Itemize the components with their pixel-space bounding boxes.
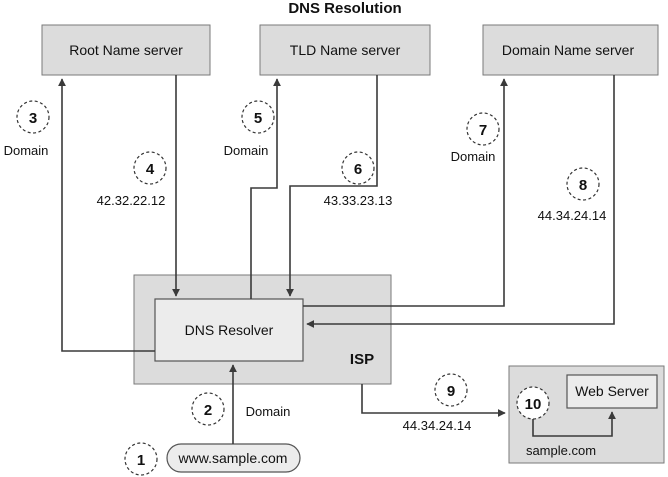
label-ip-domain: 44.34.24.14 [538,208,607,223]
tld-name-server: TLD Name server [259,24,431,76]
step-3-number: 3 [29,110,37,127]
step-10-badge: 10 [516,386,550,420]
step-3-badge: 3 [16,100,50,134]
arrow-site-to-webserver [532,411,616,437]
arrow-domain-to-resolver [306,75,615,328]
label-ip-root: 42.32.22.12 [97,193,166,208]
step-5-badge: 5 [241,100,275,134]
client-label: www.sample.com [178,450,288,466]
web-server-label: Web Server [575,383,649,399]
label-domain-step2: Domain [246,404,291,419]
step-9-number: 9 [447,383,455,400]
step-8-number: 8 [579,177,587,194]
dns-resolver: DNS Resolver [154,298,304,362]
domain-name-server-label: Domain Name server [502,42,635,58]
step-9-badge: 9 [434,373,468,407]
site-label: sample.com [526,443,596,458]
step-2-number: 2 [204,402,212,419]
step-2-badge: 2 [191,392,225,426]
diagram-title: DNS Resolution [288,0,401,17]
step-1-badge: 1 [124,442,158,476]
step-7-badge: 7 [466,112,500,146]
arrow-resolver-to-domain [303,78,508,307]
isp-label: ISP [350,351,374,368]
root-name-server: Root Name server [41,24,211,76]
arrow-resolver-to-root [58,78,155,352]
label-domain-step7: Domain [451,149,496,164]
label-ip-tld: 43.33.23.13 [324,193,393,208]
step-10-number: 10 [525,396,542,413]
label-ip-isp: 44.34.24.14 [403,418,472,433]
step-6-badge: 6 [341,151,375,185]
arrow-tld-to-resolver [286,75,378,297]
tld-name-server-label: TLD Name server [290,42,401,58]
arrow-isp-to-webserver [361,384,506,417]
dns-resolver-label: DNS Resolver [185,322,274,338]
step-4-badge: 4 [133,151,167,185]
step-8-badge: 8 [566,167,600,201]
web-server-container: Web Server sample.com [508,365,665,464]
label-domain-step3: Domain [4,143,49,158]
domain-name-server: Domain Name server [482,24,659,76]
step-5-number: 5 [254,110,262,127]
step-4-number: 4 [146,161,155,178]
step-6-number: 6 [354,161,362,178]
root-name-server-label: Root Name server [69,42,183,58]
label-domain-step5: Domain [224,143,269,158]
arrow-resolver-to-tld [250,78,281,299]
step-1-number: 1 [137,452,145,469]
step-7-number: 7 [479,122,487,139]
client-pill: www.sample.com [166,443,301,473]
